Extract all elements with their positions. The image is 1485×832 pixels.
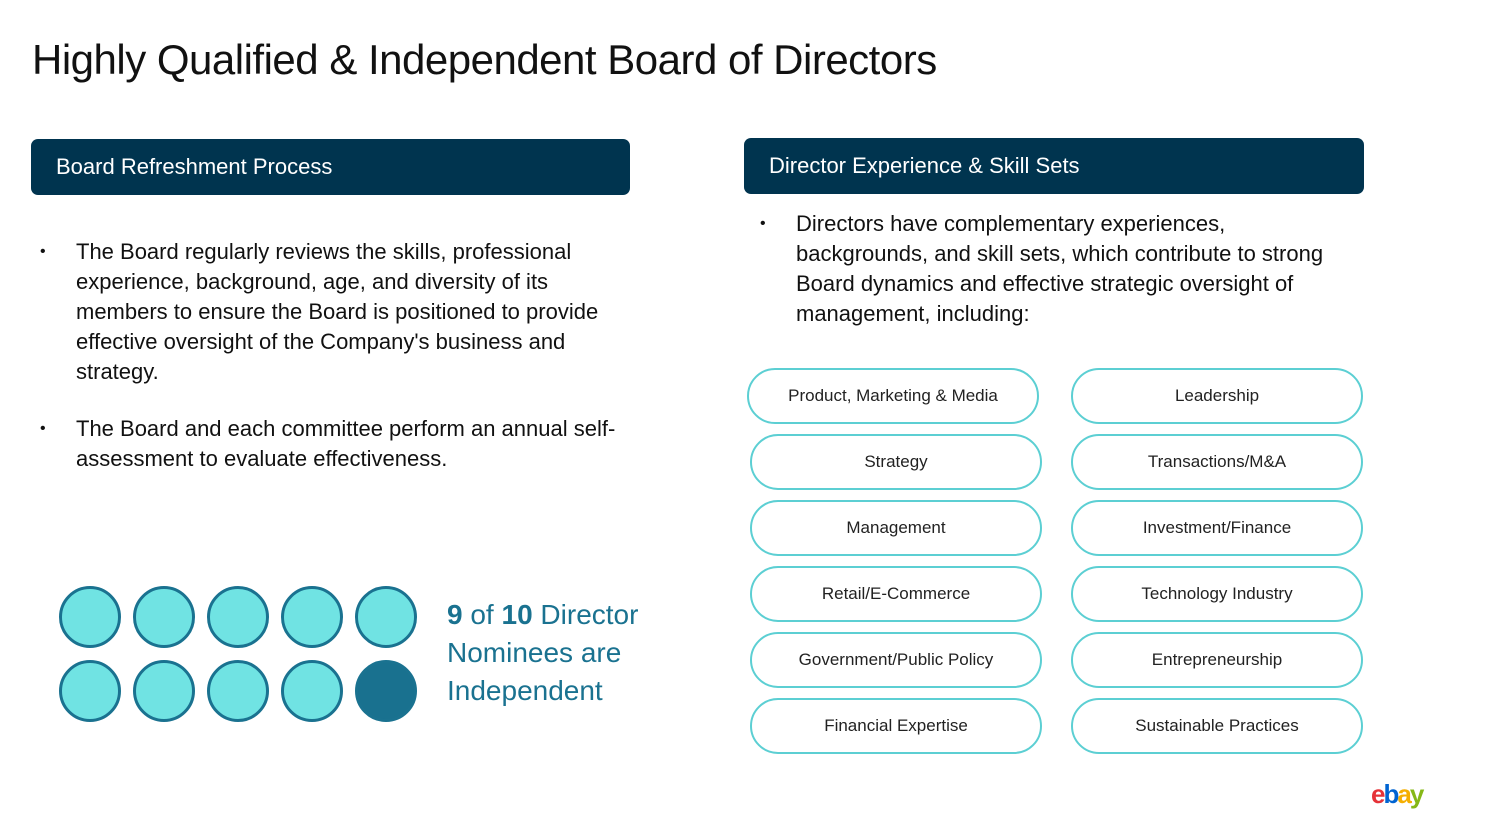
non-independent-director-circle xyxy=(355,660,417,722)
bullet-text: Directors have complementary experiences… xyxy=(796,211,1324,326)
bullet-icon: • xyxy=(760,215,766,232)
bullet-text: The Board and each committee perform an … xyxy=(76,416,616,471)
independent-director-circle xyxy=(59,586,121,648)
independent-director-circle xyxy=(207,586,269,648)
independent-director-circle xyxy=(59,660,121,722)
skill-pill: Financial Expertise xyxy=(750,698,1042,754)
skill-pill: Government/Public Policy xyxy=(750,632,1042,688)
bullet-item: • The Board and each committee perform an… xyxy=(40,414,636,474)
bullet-item: • The Board regularly reviews the skills,… xyxy=(40,237,636,387)
independent-director-circle xyxy=(281,660,343,722)
independent-director-circle xyxy=(133,660,195,722)
skill-pill: Technology Industry xyxy=(1071,566,1363,622)
skill-pill: Sustainable Practices xyxy=(1071,698,1363,754)
skills-header: Director Experience & Skill Sets xyxy=(744,138,1364,194)
skill-pill: Investment/Finance xyxy=(1071,500,1363,556)
independent-count: 9 xyxy=(447,599,463,630)
bullet-text: The Board regularly reviews the skills, … xyxy=(76,239,599,384)
board-refreshment-header: Board Refreshment Process xyxy=(31,139,630,195)
skill-pill: Strategy xyxy=(750,434,1042,490)
skill-pill: Transactions/M&A xyxy=(1071,434,1363,490)
skill-pill: Management xyxy=(750,500,1042,556)
ebay-logo: ebay xyxy=(1371,779,1424,809)
bullet-icon: • xyxy=(40,243,46,260)
skill-pill: Product, Marketing & Media xyxy=(747,368,1039,424)
skill-pill: Leadership xyxy=(1071,368,1363,424)
bullet-icon: • xyxy=(40,420,46,437)
independence-text: 9 of 10 Director Nominees are Independen… xyxy=(447,596,657,710)
independent-director-circle xyxy=(355,586,417,648)
independence-label: Director Nominees are Independent xyxy=(447,599,639,706)
independent-director-circle xyxy=(133,586,195,648)
bullet-item: • Directors have complementary experience… xyxy=(760,209,1356,329)
of-text: of xyxy=(462,599,502,630)
page-title: Highly Qualified & Independent Board of … xyxy=(32,36,937,83)
independent-director-circle xyxy=(281,586,343,648)
skill-pill: Retail/E-Commerce xyxy=(750,566,1042,622)
independent-director-circle xyxy=(207,660,269,722)
skill-pill: Entrepreneurship xyxy=(1071,632,1363,688)
total-count: 10 xyxy=(501,599,533,630)
